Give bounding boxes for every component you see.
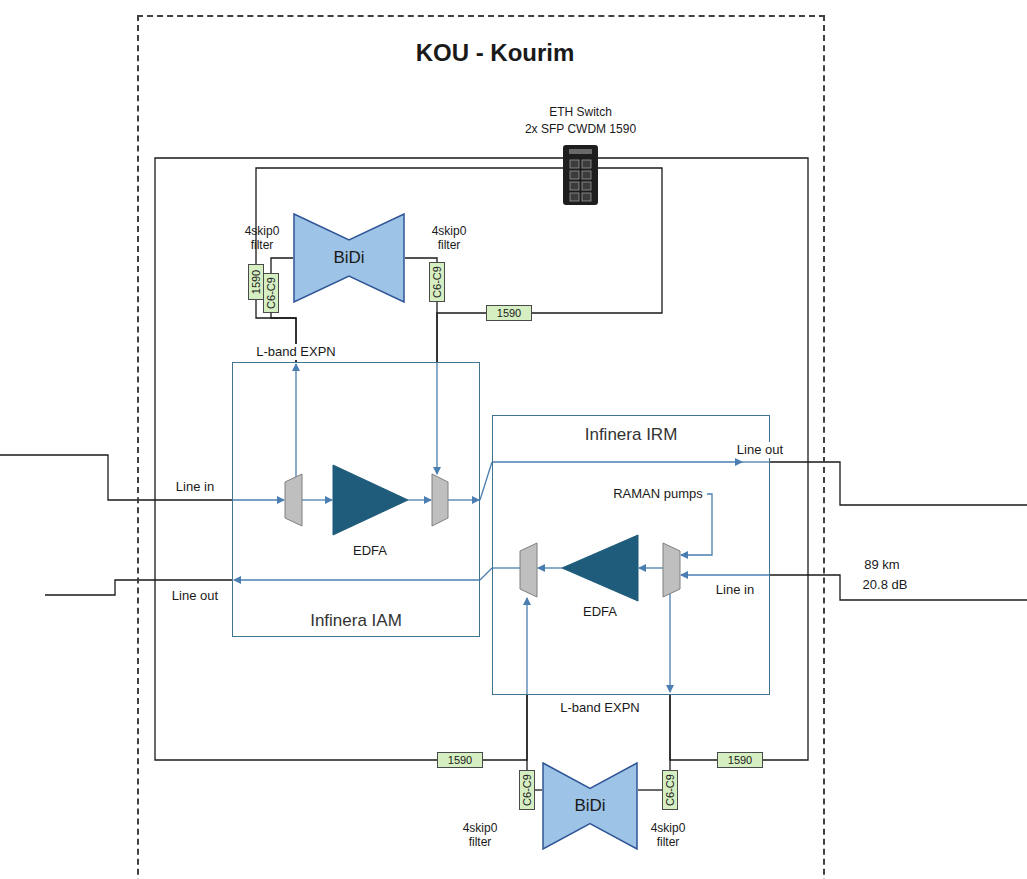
fibre-connector	[483, 695, 527, 760]
diagram-label: 4skip0 filter	[239, 224, 285, 252]
filter-label: 1590	[250, 270, 263, 294]
filter-label: C6-C9	[265, 277, 278, 309]
module-name: Infinera IRM	[493, 424, 769, 445]
filter-label: C6-C9	[664, 774, 677, 806]
filter-box: 1590	[717, 752, 763, 768]
fibre-connector	[480, 462, 492, 500]
diagram-label: EDFA	[583, 604, 617, 620]
switch-label: 2x SFP CWDM 1590	[525, 121, 636, 138]
diagram-label: 89 km	[864, 557, 899, 573]
internal-path	[232, 363, 769, 694]
filter-box: 1590	[248, 264, 264, 300]
fibre-line	[0, 455, 1027, 600]
bidi-label: BiDi	[333, 248, 364, 268]
filter-box: 1590	[437, 752, 483, 768]
fibre-connector	[598, 158, 808, 760]
diagram-label: EDFA	[353, 543, 387, 559]
diagram-label: RAMAN pumps	[613, 486, 703, 502]
filter-box: C6-C9	[429, 262, 445, 302]
diagram-label: 20.8 dB	[863, 577, 908, 593]
fibre-connector	[480, 568, 492, 580]
site-title: KOU - Kourim	[139, 39, 823, 67]
fibre-connector	[155, 158, 563, 760]
filter-label: 1590	[448, 754, 472, 767]
filter-label: C6-C9	[431, 266, 444, 298]
module-name: Infinera IAM	[233, 610, 479, 631]
diagram-label: 4skip0 filter	[645, 821, 691, 849]
fibre-connector	[437, 313, 486, 362]
diagram-label: Line in	[716, 582, 754, 598]
diagram-label: L-band EXPN	[560, 700, 640, 716]
switch-label: ETH Switch	[525, 104, 636, 121]
switch-icon	[563, 145, 598, 205]
filter-box: C6-C9	[519, 770, 535, 810]
filter-label: 1590	[728, 754, 752, 767]
fibre-connector	[670, 695, 717, 760]
fibre-connector	[271, 258, 293, 273]
diagram-label: L-band EXPN	[254, 344, 338, 360]
diagram-label: Line out	[172, 588, 218, 604]
bidi-label: BiDi	[574, 796, 605, 816]
diagram-label: Line in	[176, 479, 214, 495]
filter-label: C6-C9	[521, 774, 534, 806]
fibre-connector	[638, 789, 662, 790]
fibre-connector	[526, 695, 527, 770]
filter-box: C6-C9	[662, 770, 678, 810]
fibre-connector	[535, 789, 542, 790]
filter-label: 1590	[497, 307, 521, 320]
bidi-transceiver: BiDi	[293, 213, 405, 303]
diagram-label: 4skip0 filter	[426, 224, 472, 252]
amplifier-module: Infinera IRM	[492, 415, 770, 695]
diagram-label: 4skip0 filter	[457, 821, 503, 849]
bidi-transceiver: BiDi	[542, 762, 638, 850]
amplifier-module: Infinera IAM	[232, 362, 480, 637]
site-region: KOU - KourimETH Switch2x SFP CWDM 1590 15…	[137, 15, 825, 879]
diagram-label: Line out	[735, 442, 785, 458]
amplifier-symbol	[333, 465, 638, 601]
filter-box: 1590	[486, 305, 532, 321]
filter-box: C6-C9	[263, 273, 279, 313]
switch-caption: ETH Switch2x SFP CWDM 1590	[525, 104, 636, 138]
ethernet-switch: ETH Switch2x SFP CWDM 1590	[563, 145, 598, 205]
